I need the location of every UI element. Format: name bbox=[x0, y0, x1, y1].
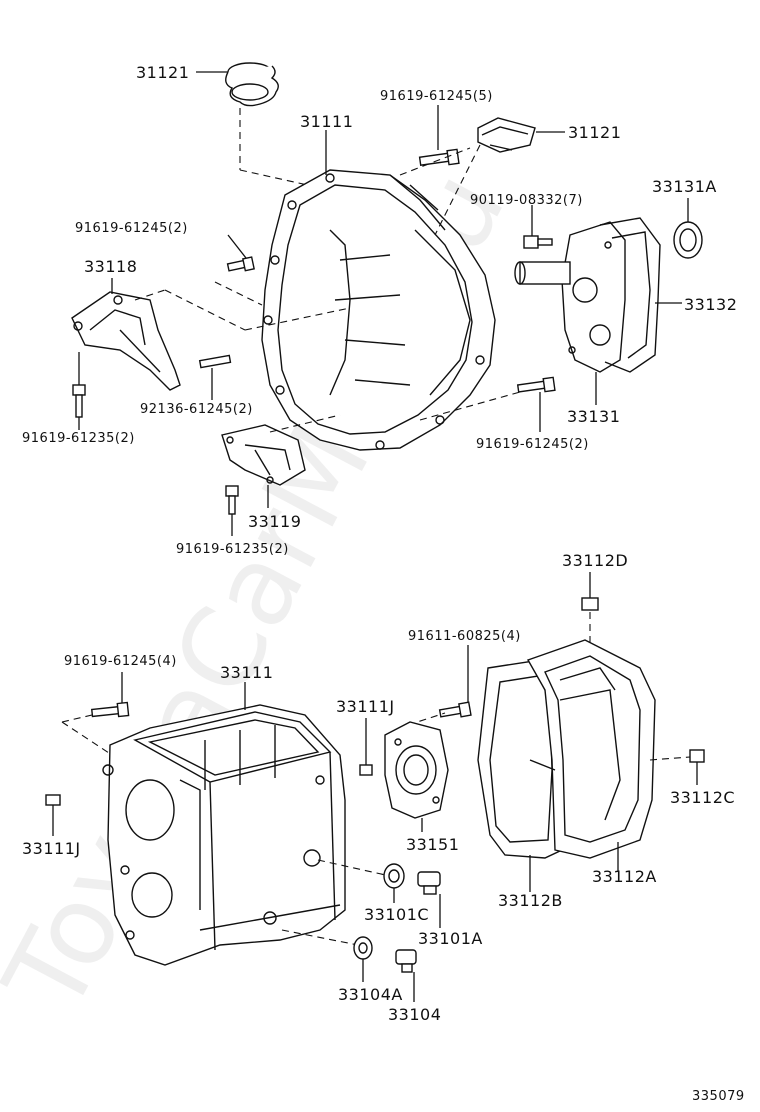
bolt-91619-61245-2-right bbox=[516, 376, 556, 393]
boot-31121-top bbox=[225, 62, 279, 107]
label-33111J-mid: 33111J bbox=[336, 697, 395, 716]
label-33119: 33119 bbox=[248, 512, 301, 531]
plug-33101A bbox=[417, 871, 441, 895]
label-91619-61245-5: 91619-61245(5) bbox=[380, 89, 493, 104]
label-33131A: 33131A bbox=[652, 177, 717, 196]
label-33104: 33104 bbox=[388, 1005, 441, 1024]
label-33132: 33132 bbox=[684, 295, 737, 314]
bolt-91611-60825-4 bbox=[438, 701, 472, 718]
label-31121-right: 31121 bbox=[568, 123, 621, 142]
bracket-33118 bbox=[71, 291, 181, 391]
bolt-91619-61245-2-left bbox=[226, 256, 255, 272]
bell-housing-31111 bbox=[261, 169, 496, 451]
gasket-33104A bbox=[353, 936, 373, 960]
stud-92136-61245-2 bbox=[198, 354, 232, 369]
plug-33112D bbox=[581, 597, 599, 611]
gasket-33132 bbox=[599, 217, 661, 373]
bolt-91619-61245-4 bbox=[90, 701, 130, 718]
dowel-pin-33111J-left bbox=[45, 794, 61, 806]
label-33111-bottom: 33111 bbox=[220, 663, 273, 682]
bearing-retainer-33131 bbox=[514, 221, 626, 373]
figure-number: 335079 bbox=[692, 1089, 745, 1104]
transmission-case-33111 bbox=[102, 704, 346, 966]
label-91619-61235-2-left: 91619-61235(2) bbox=[22, 431, 135, 446]
label-33131: 33131 bbox=[567, 407, 620, 426]
bracket-33119 bbox=[221, 424, 306, 486]
label-91619-61245-2-right: 91619-61245(2) bbox=[476, 437, 589, 452]
label-92136-61245-2: 92136-61245(2) bbox=[140, 402, 253, 417]
label-33112B: 33112B bbox=[498, 891, 563, 910]
plug-33112C bbox=[689, 749, 705, 763]
label-91619-61235-2-bottom: 91619-61235(2) bbox=[176, 542, 289, 557]
label-91619-61245-4: 91619-61245(4) bbox=[64, 654, 177, 669]
label-33151: 33151 bbox=[406, 835, 459, 854]
label-33104A: 33104A bbox=[338, 985, 403, 1004]
label-90119-08332-7: 90119-08332(7) bbox=[470, 193, 583, 208]
label-91611-60825-4: 91611-60825(4) bbox=[408, 629, 521, 644]
bolt-91619-61235-2-left bbox=[72, 384, 86, 418]
gasket-33101C bbox=[383, 863, 405, 889]
label-31111-top: 31111 bbox=[300, 112, 353, 131]
label-33112C: 33112C bbox=[670, 788, 735, 807]
label-91619-61245-2-left: 91619-61245(2) bbox=[75, 221, 188, 236]
oil-seal-33131A bbox=[673, 221, 703, 259]
boot-31121-right bbox=[477, 117, 536, 153]
bearing-retainer-33151 bbox=[384, 721, 449, 819]
label-33111J-left: 33111J bbox=[22, 839, 81, 858]
dowel-pin-33111J-mid bbox=[359, 764, 373, 776]
label-33118: 33118 bbox=[84, 257, 137, 276]
plug-33104 bbox=[395, 949, 417, 973]
label-33112A: 33112A bbox=[592, 867, 657, 886]
label-33101C: 33101C bbox=[364, 905, 429, 924]
bolt-90119-08332-7 bbox=[523, 235, 553, 249]
label-33112D: 33112D bbox=[562, 551, 628, 570]
label-31121-top: 31121 bbox=[136, 63, 189, 82]
label-33101A: 33101A bbox=[418, 929, 483, 948]
extension-case-33112A bbox=[526, 639, 656, 859]
bolt-91619-61245-5 bbox=[418, 148, 460, 166]
